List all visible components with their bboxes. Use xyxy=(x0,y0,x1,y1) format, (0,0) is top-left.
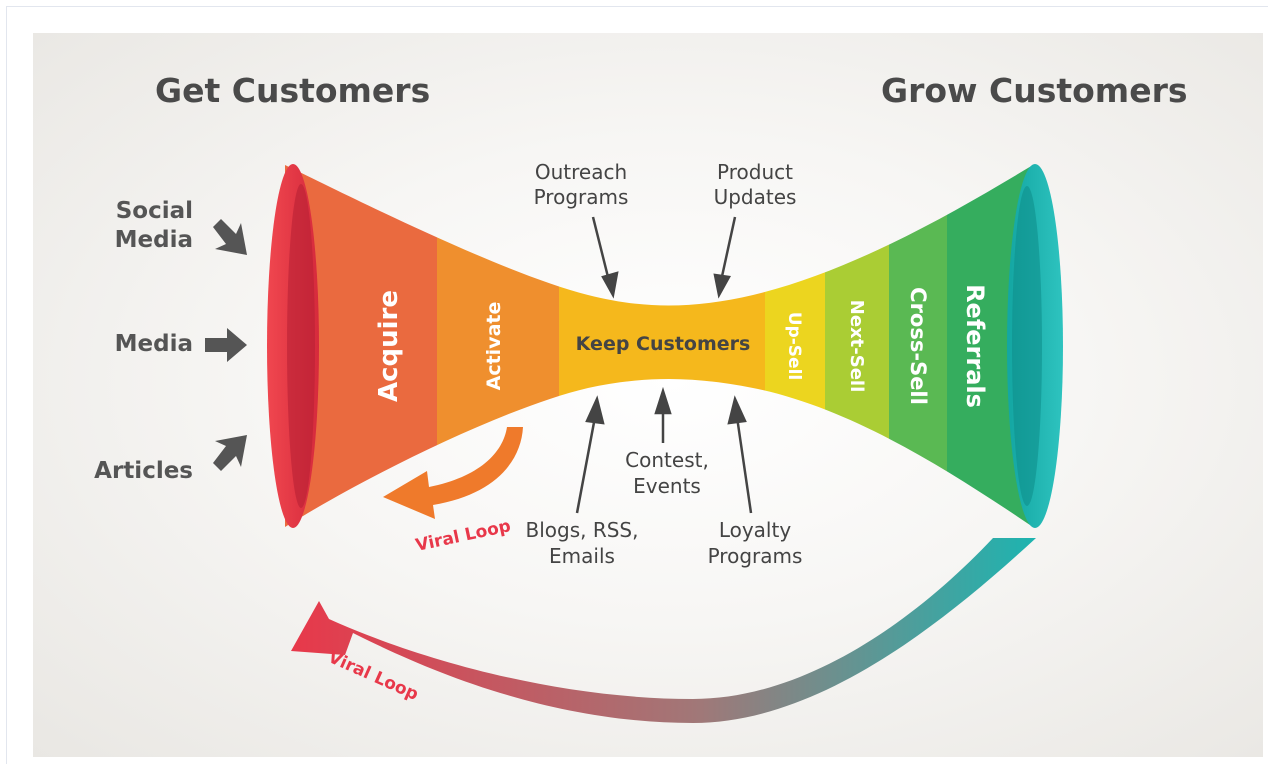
blogs-pointer xyxy=(575,416,597,514)
inner-viral-loop-arrow xyxy=(383,427,523,519)
note-loyalty-line2: Programs xyxy=(708,544,803,568)
inner-viral-loop-label: Viral Loop xyxy=(414,516,513,556)
grow-customers-heading: Grow Customers xyxy=(881,71,1188,110)
note-contest-line2: Events xyxy=(633,474,701,498)
loyalty-pointer xyxy=(735,416,753,514)
source-arrows xyxy=(205,219,247,471)
note-pointer-arrows xyxy=(575,216,753,514)
note-outreach-line1: Outreach xyxy=(535,160,627,184)
right-mouth-inner xyxy=(1012,186,1042,506)
image-frame: Get Customers Grow Customers Viral Loop … xyxy=(6,6,1268,764)
stage-keep-customers-label: Keep Customers xyxy=(576,333,751,355)
source-media-label: Media xyxy=(115,331,193,357)
diagram-canvas: Get Customers Grow Customers Viral Loop … xyxy=(33,33,1263,757)
arrow-down-right-icon xyxy=(213,219,247,255)
contest-arrowhead-icon xyxy=(654,386,672,415)
note-blogs-line2: Emails xyxy=(549,544,615,568)
outreach-pointer xyxy=(591,216,611,282)
stage-referrals-label: Referrals xyxy=(961,284,989,408)
note-product-line1: Product xyxy=(717,160,793,184)
note-outreach-line2: Programs xyxy=(534,185,629,209)
outer-viral-loop-arrow xyxy=(291,538,1036,723)
source-social-label: Social xyxy=(116,198,193,224)
stage-nextsell-label: Next-Sell xyxy=(846,300,867,392)
arrow-up-right-icon xyxy=(213,435,247,471)
loyalty-arrowhead-icon xyxy=(727,395,747,425)
note-product-line2: Updates xyxy=(714,185,797,209)
outreach-arrowhead-icon xyxy=(601,271,619,299)
stage-crosssell-label: Cross-Sell xyxy=(906,287,930,405)
stage-activate-label: Activate xyxy=(483,302,505,391)
get-customers-heading: Get Customers xyxy=(155,71,430,110)
note-blogs-line1: Blogs, RSS, xyxy=(526,518,639,542)
stage-upsell-label: Up-Sell xyxy=(784,312,804,380)
product-arrowhead-icon xyxy=(713,273,731,299)
source-social-media-label: Media xyxy=(115,227,193,253)
stage-acquire-label: Acquire xyxy=(374,290,404,402)
blogs-arrowhead-icon xyxy=(585,395,605,425)
funnel-diagram: Get Customers Grow Customers Viral Loop … xyxy=(94,71,1188,723)
left-mouth-inner xyxy=(287,184,315,508)
note-loyalty-line1: Loyalty xyxy=(719,518,792,542)
note-contest-line1: Contest, xyxy=(625,448,709,472)
source-articles-label: Articles xyxy=(94,458,193,484)
arrow-right-icon xyxy=(205,328,247,362)
product-pointer xyxy=(719,216,737,282)
